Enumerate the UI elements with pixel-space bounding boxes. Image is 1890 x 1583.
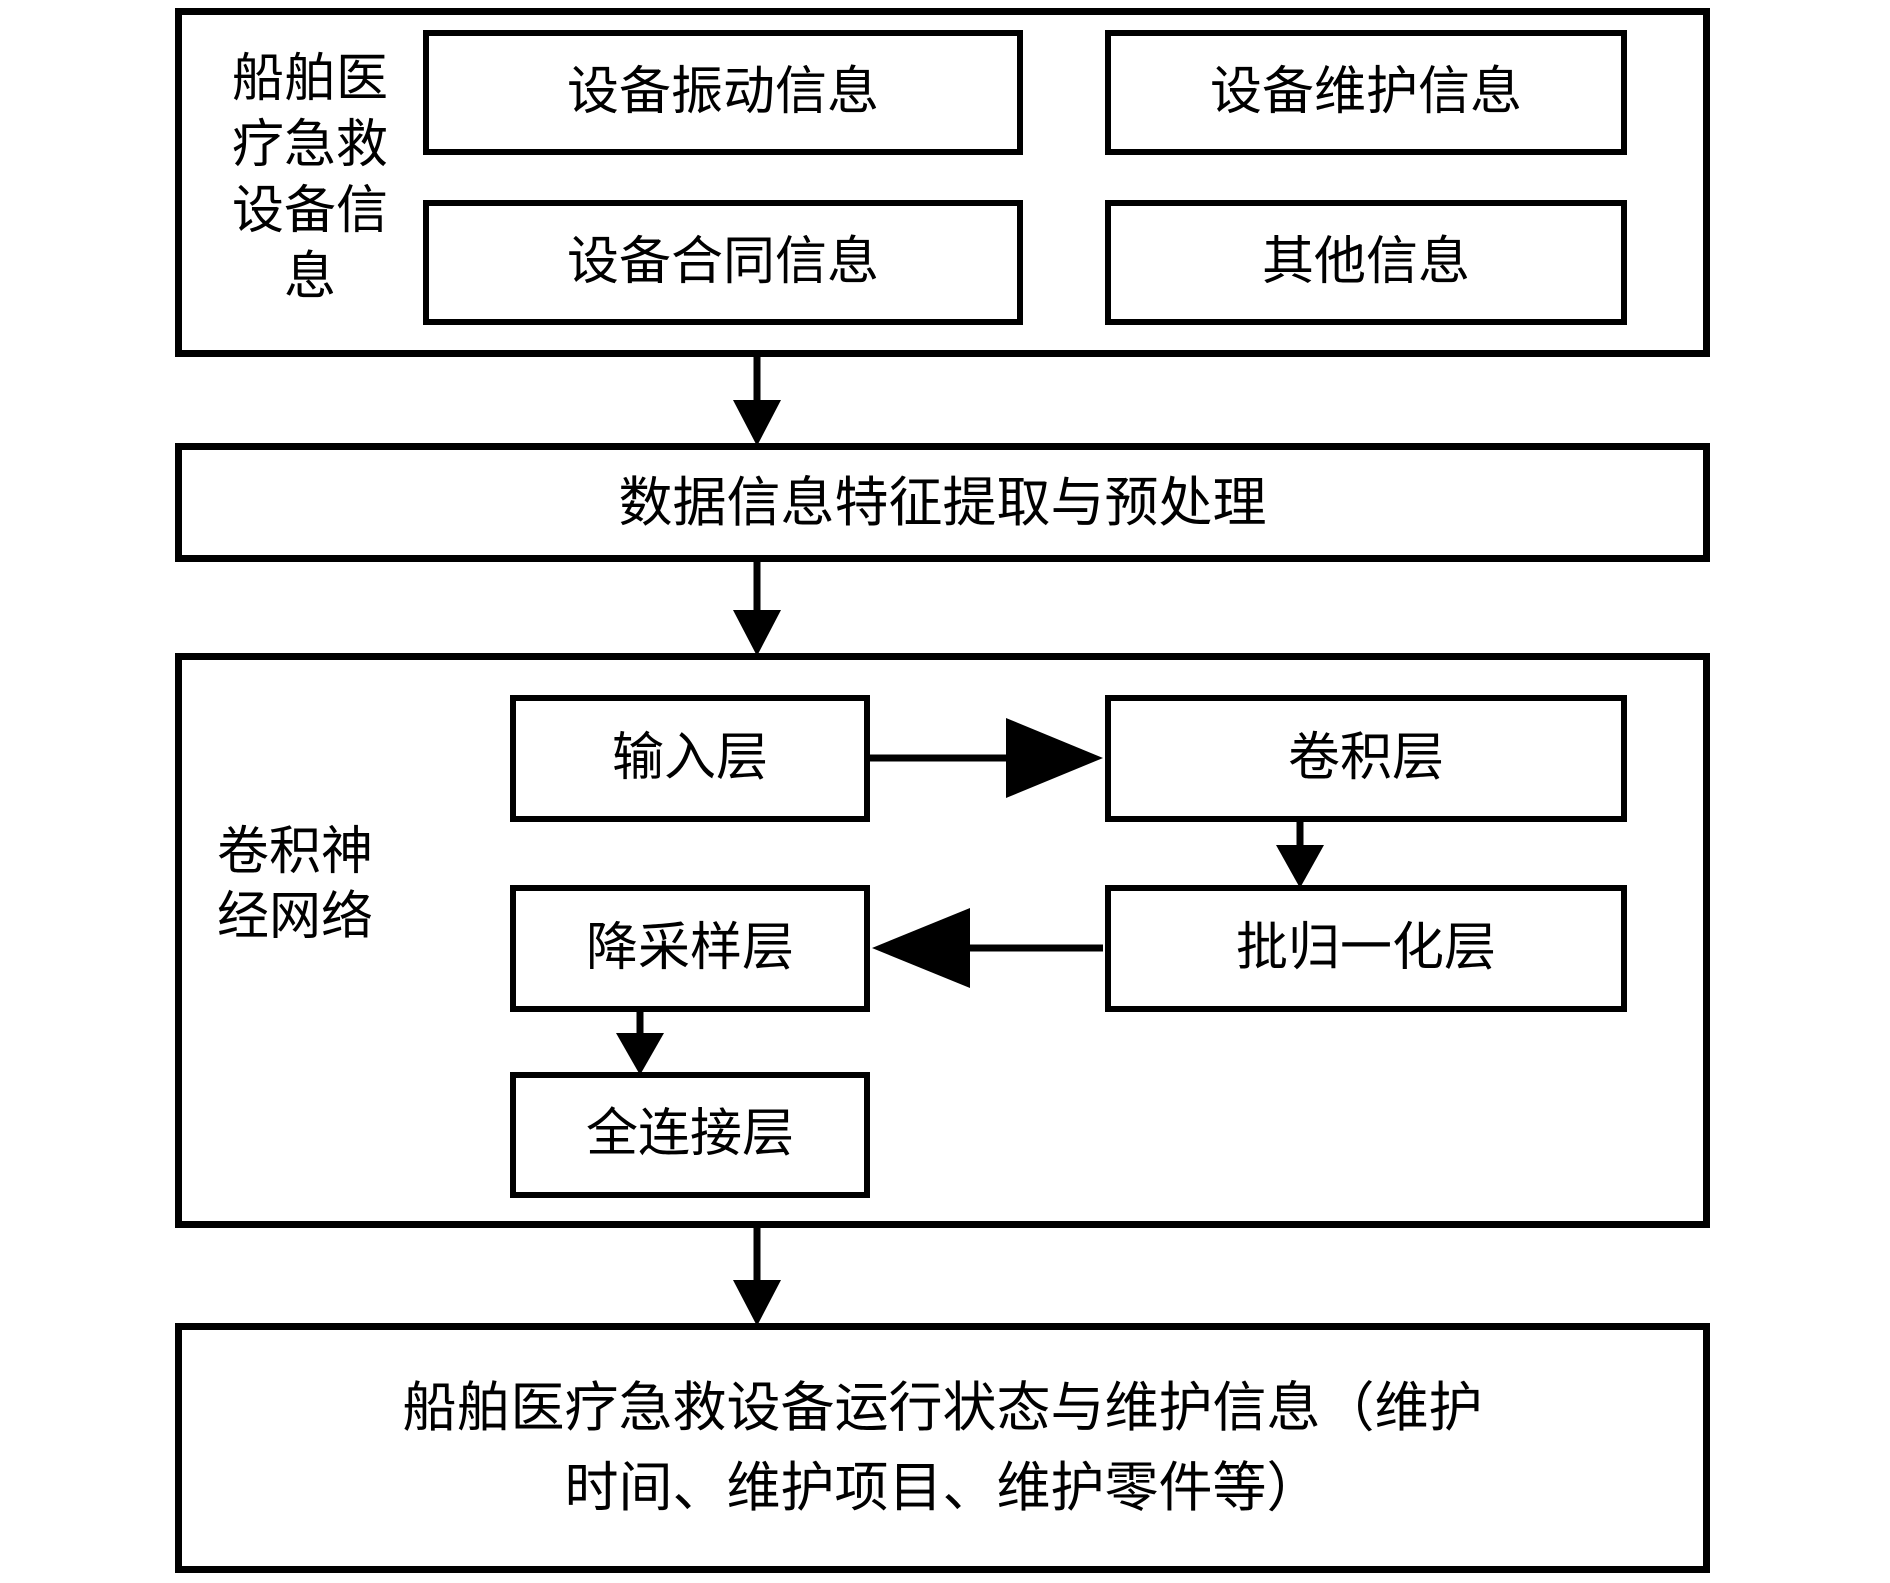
feature-extraction-preprocessing-label: 数据信息特征提取与预处理 — [618, 472, 1267, 533]
output-info-box: 船舶医疗急救设备运行状态与维护信息（维护 时间、维护项目、维护零件等） — [175, 1323, 1710, 1573]
cnn-label: 卷积神 经网络 — [205, 820, 385, 950]
input-layer-box: 输入层 — [510, 695, 870, 822]
equipment-contract-info-box: 设备合同信息 — [423, 200, 1023, 325]
ship-medical-equipment-info-label-line: 船舶医 — [231, 51, 388, 108]
equipment-maintenance-info-box: 设备维护信息 — [1105, 30, 1627, 155]
output-info-line: 船舶医疗急救设备运行状态与维护信息（维护 — [402, 1378, 1483, 1438]
feature-extraction-preprocessing-box: 数据信息特征提取与预处理 — [175, 443, 1710, 562]
cnn-label-line: 经网络 — [216, 889, 373, 946]
cnn-group: 卷积神 经网络 输入层 卷积层 批归一化层 降采样层 全连接层 — [175, 653, 1710, 1228]
ship-medical-equipment-info-label-line: 疗急救 — [231, 117, 388, 174]
ship-medical-equipment-info-group: 船舶医 疗急救 设备信 息 设备振动信息 设备维护信息 设备合同信息 其他信息 — [175, 8, 1710, 357]
downsampling-layer-box: 降采样层 — [510, 885, 870, 1012]
equipment-vibration-info-box: 设备振动信息 — [423, 30, 1023, 155]
arrow-top-to-preprocess — [733, 357, 781, 446]
ship-medical-equipment-info-label: 船舶医 疗急救 设备信 息 — [220, 47, 400, 311]
arrow-preprocess-to-cnn — [733, 562, 781, 656]
fully-connected-layer-box: 全连接层 — [510, 1072, 870, 1198]
cnn-label-line: 卷积神 — [216, 824, 373, 881]
arrow-cnn-to-output — [733, 1228, 781, 1326]
output-info-line: 时间、维护项目、维护零件等） — [564, 1458, 1321, 1518]
convolution-layer-box: 卷积层 — [1105, 695, 1627, 822]
ship-medical-equipment-info-label-line: 设备信 — [231, 183, 388, 240]
batch-normalization-layer-box: 批归一化层 — [1105, 885, 1627, 1012]
ship-medical-equipment-info-label-line: 息 — [283, 249, 336, 306]
other-info-box: 其他信息 — [1105, 200, 1627, 325]
